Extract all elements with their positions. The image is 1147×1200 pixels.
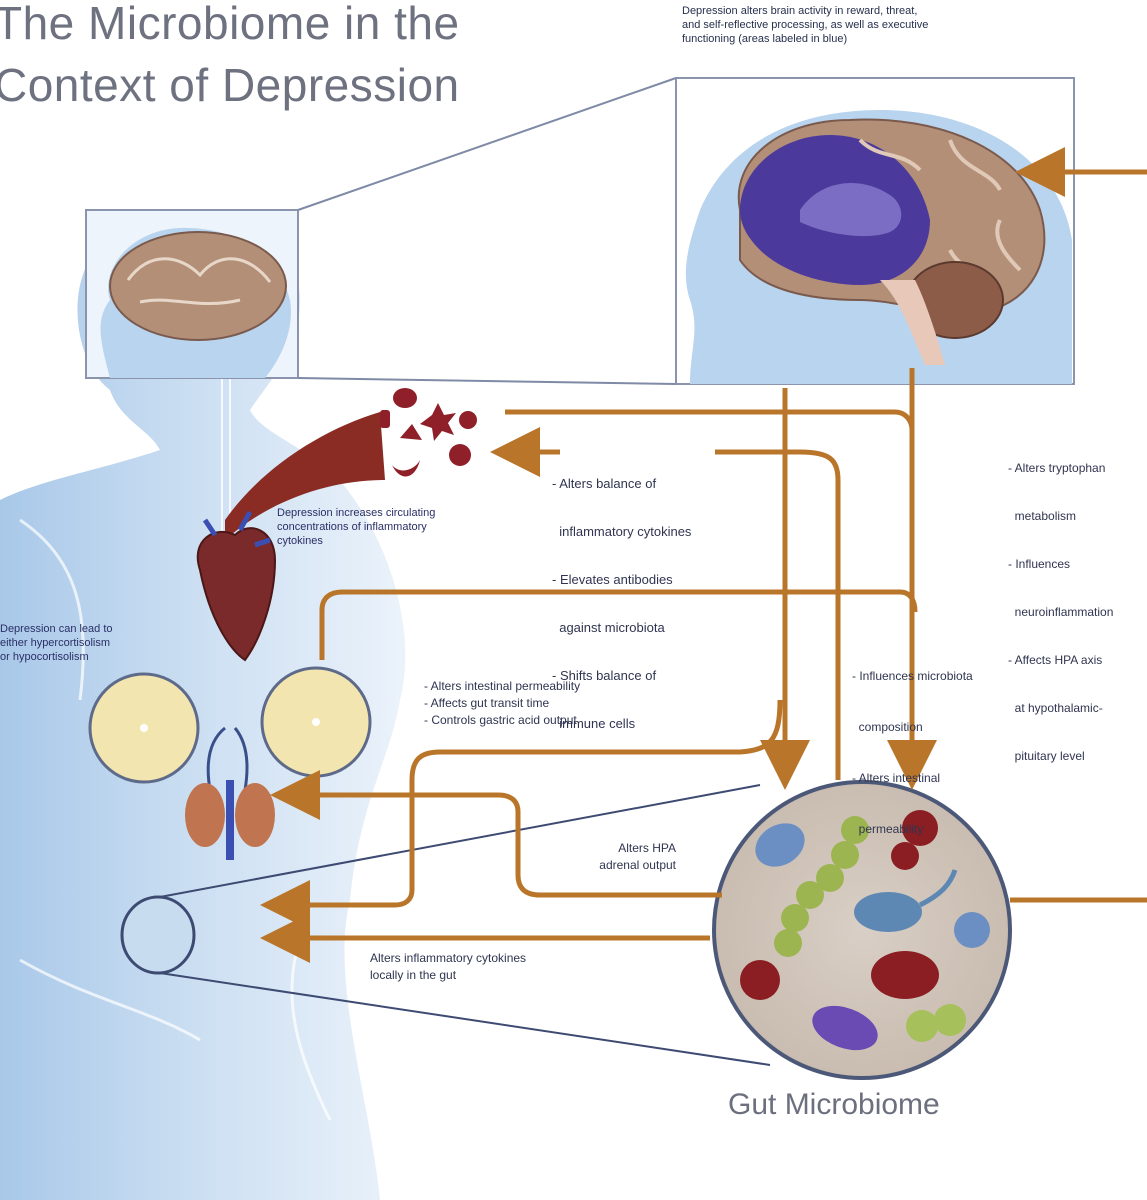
kidney-left bbox=[185, 783, 225, 847]
note-line: - Alters intestinal bbox=[852, 771, 941, 785]
small-brain-folds bbox=[126, 257, 272, 306]
note-line: functioning (areas labeled in blue) bbox=[682, 33, 848, 45]
note-line: composition bbox=[852, 720, 923, 734]
note-line: - Elevates antibodies bbox=[552, 572, 673, 587]
note-line: Alters inflammatory cytokines bbox=[370, 951, 527, 965]
note-line: - Influences bbox=[1008, 557, 1071, 571]
note-line: permeability bbox=[852, 822, 924, 836]
heart-vessels bbox=[202, 510, 271, 548]
note-line: - Shifts balance of bbox=[552, 668, 657, 683]
note-line: or hypocortisolism bbox=[0, 651, 89, 663]
note-line: metabolism bbox=[1008, 509, 1077, 523]
blood-vessel bbox=[225, 412, 385, 540]
brainstem bbox=[880, 280, 945, 365]
note-line: Depression increases circulating bbox=[277, 507, 436, 519]
kidney-right bbox=[235, 783, 275, 847]
adrenal-disc-left-center bbox=[140, 724, 148, 732]
cortisol-note: Depression can lead to either hypercorti… bbox=[0, 622, 165, 664]
note-line: locally in the gut bbox=[370, 968, 457, 982]
note-line: pituitary level bbox=[1008, 749, 1085, 763]
cytokine-cluster bbox=[380, 388, 477, 477]
note-line: - Affects HPA axis bbox=[1008, 653, 1103, 667]
note-line: against microbiota bbox=[552, 620, 665, 635]
microbes bbox=[740, 810, 990, 1051]
zoom-line-bottom bbox=[297, 377, 677, 385]
title-line-2: Context of Depression bbox=[0, 59, 460, 111]
brain-folds bbox=[858, 138, 1022, 291]
gut-zoom-line-bottom bbox=[159, 972, 771, 1066]
note-line: either hypercortisolism bbox=[0, 637, 111, 649]
note-line: cytokines bbox=[277, 535, 323, 547]
cytokine-caption: Depression increases circulating concent… bbox=[277, 506, 527, 548]
zoom-line-top bbox=[297, 77, 677, 211]
note-line: - Affects gut transit time bbox=[424, 696, 550, 710]
gut-effects-list: - Alters intestinal permeability - Affec… bbox=[424, 678, 714, 729]
local-cytokines-note: Alters inflammatory cytokines locally in… bbox=[370, 950, 660, 984]
heart bbox=[196, 527, 277, 662]
note-line: at hypothalamic- bbox=[1008, 701, 1103, 715]
note-line: concentrations of inflammatory bbox=[277, 521, 427, 533]
gut-microbiome-label: Gut Microbiome bbox=[728, 1088, 940, 1121]
page-title: The Microbiome in the Context of Depress… bbox=[0, 0, 460, 116]
small-brain bbox=[109, 231, 287, 341]
gut-small-circle bbox=[120, 895, 196, 975]
gut-zoom-line-top bbox=[159, 784, 761, 898]
note-line: immune cells bbox=[552, 716, 636, 731]
note-line: - Alters intestinal permeability bbox=[424, 679, 581, 693]
adrenal-arrows bbox=[206, 726, 249, 791]
brain-effects-list: - Alters tryptophan metabolism - Influen… bbox=[1008, 428, 1147, 796]
note-line: Alters HPA bbox=[618, 841, 676, 855]
adrenal-disc-right-center bbox=[312, 718, 320, 726]
note-line: adrenal output bbox=[599, 858, 676, 872]
hpa-adrenal-note: Alters HPA adrenal output bbox=[536, 840, 676, 874]
note-line: Depression alters brain activity in rewa… bbox=[682, 5, 918, 17]
note-line: - Alters balance of bbox=[552, 476, 657, 491]
note-line: - Controls gastric acid output bbox=[424, 713, 577, 727]
note-line: - Influences microbiota bbox=[852, 669, 973, 683]
brain-activity-note: Depression alters brain activity in rewa… bbox=[682, 4, 1082, 46]
brain-cingulate bbox=[800, 183, 902, 237]
note-line: and self-reflective processing, as well … bbox=[682, 19, 929, 31]
immune-effects-list: - Alters balance of inflammatory cytokin… bbox=[552, 444, 782, 764]
arrow-network bbox=[260, 368, 1147, 963]
microbiota-effects-list: - Influences microbiota composition - Al… bbox=[852, 634, 1052, 872]
note-line: - Alters tryptophan bbox=[1008, 461, 1106, 475]
title-line-1: The Microbiome in the bbox=[0, 0, 460, 49]
note-line: neuroinflammation bbox=[1008, 605, 1114, 619]
note-line: inflammatory cytokines bbox=[552, 524, 692, 539]
note-line: Depression can lead to bbox=[0, 623, 113, 635]
kidney-vessels bbox=[226, 780, 234, 860]
